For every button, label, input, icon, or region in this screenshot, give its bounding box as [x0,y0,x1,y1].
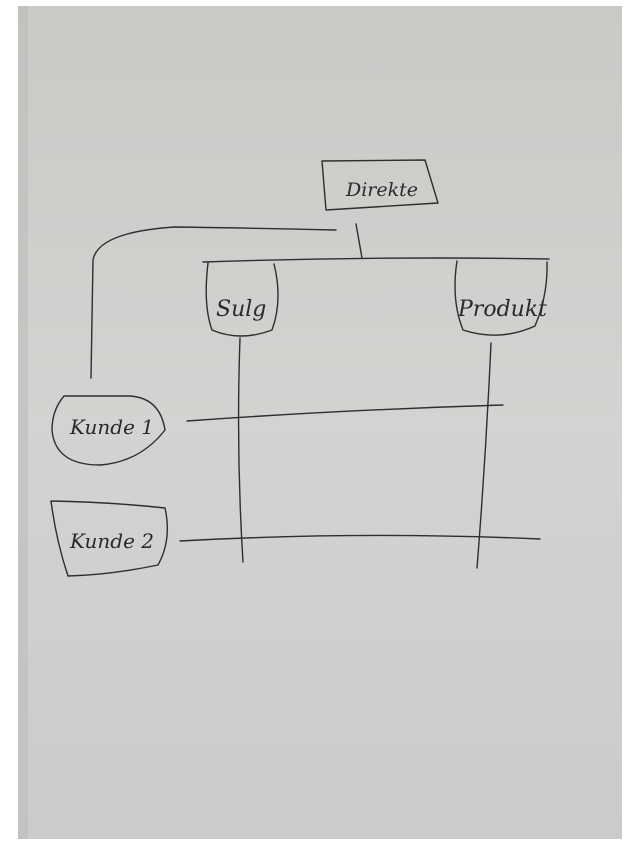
column-line-sulg [237,337,244,563]
row-label-kunde-2: Kunde 2 [69,529,154,553]
root-label: Direkte [345,179,418,201]
paper-edge-shadow [18,6,28,839]
row-node-kunde-2 [50,500,168,577]
row-node-kunde-1 [51,395,166,466]
root-stem [355,223,363,259]
root-to-row-link [90,226,337,379]
root-node-box [321,159,439,211]
column-label-produkt: Produkt [457,297,547,322]
column-node-sulg [205,262,279,337]
row-line-kunde-2 [179,534,541,542]
column-connector-bar [202,257,550,263]
column-label-sulg: Sulg [216,297,266,322]
column-node-produkt [454,260,548,336]
row-label-kunde-1: Kunde 1 [69,415,154,439]
column-line-produkt [476,342,492,569]
paper-sheet [18,6,622,839]
row-line-kunde-1 [186,404,504,422]
